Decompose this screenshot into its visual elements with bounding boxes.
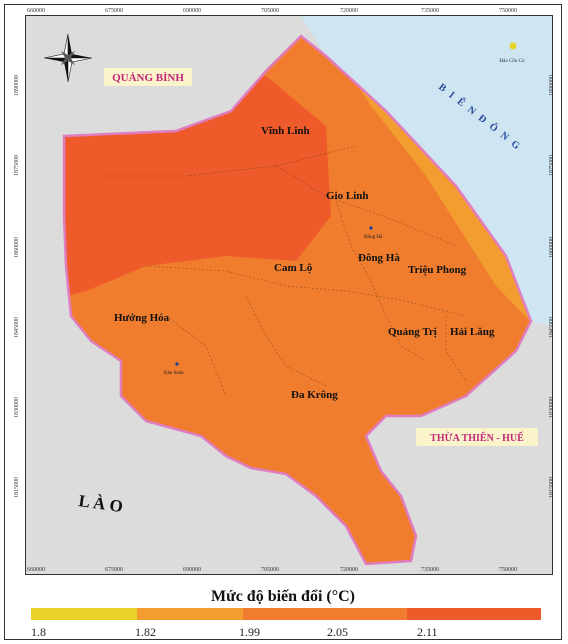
legend-swatch	[407, 608, 541, 620]
island-marker	[509, 42, 517, 50]
legend-tick-label: 1.82	[135, 625, 156, 639]
coord-tick-y: 1890000	[549, 75, 555, 96]
legend-tick-label: 1.99	[239, 625, 260, 639]
legend-tick-label: 1.8	[31, 625, 46, 639]
coord-tick-x: 705000	[261, 8, 279, 14]
district-label-trieu-phong: Triệu Phong	[408, 264, 467, 276]
coord-tick-x: 750000	[499, 567, 517, 573]
legend-swatch	[31, 608, 137, 620]
coord-tick-x: 720000	[340, 567, 358, 573]
coord-tick-x: 750000	[499, 8, 517, 14]
coord-tick-y: 1815000	[14, 477, 20, 498]
district-label-da-krong: Đa Krông	[291, 389, 338, 401]
coord-tick-y: 1875000	[14, 155, 20, 176]
coord-tick-y: 1845000	[549, 317, 555, 338]
province-border	[62, 34, 533, 566]
label-box-thua-thien-hue	[416, 428, 538, 446]
map-svg: Đảo Cồn Cỏ Đông Hà Khe Sanh Vĩnh Linh Gi…	[26, 16, 552, 574]
town-marker-khesanh	[175, 362, 179, 366]
coord-tick-y: 1815000	[549, 477, 555, 498]
map-panel: Đảo Cồn Cỏ Đông Hà Khe Sanh Vĩnh Linh Gi…	[25, 15, 553, 575]
legend-title: Mức độ biến đổi (°C)	[211, 588, 355, 605]
coord-tick-y: 1860000	[549, 237, 555, 258]
coord-tick-x: 660000	[27, 8, 45, 14]
town-label-khesanh: Khe Sanh	[164, 371, 184, 376]
coord-tick-x: 705000	[261, 567, 279, 573]
neighbor-label-quang-binh: QUẢNG BÌNH	[112, 72, 184, 84]
district-boundaries	[106, 145, 467, 397]
district-label-vinh-linh: Vĩnh Linh	[261, 125, 310, 137]
town-label-dongha: Đông Hà	[364, 235, 383, 240]
coord-tick-y: 1845000	[14, 317, 20, 338]
legend-tick-label: 2.11	[417, 625, 438, 639]
district-label-cam-lo: Cam Lộ	[274, 262, 313, 274]
coord-tick-x: 735000	[421, 8, 439, 14]
coord-tick-x: 690000	[183, 8, 201, 14]
coord-tick-y: 1875000	[549, 155, 555, 176]
coord-tick-y: 1830000	[549, 397, 555, 418]
neighbor-label-thua-thien-hue: THỪA THIÊN - HUẾ	[430, 431, 524, 444]
coord-tick-x: 690000	[183, 567, 201, 573]
district-label-quang-tri: Quảng Trị	[388, 326, 437, 338]
coord-tick-x: 675000	[105, 567, 123, 573]
coord-tick-x: 735000	[421, 567, 439, 573]
coord-tick-x: 660000	[27, 567, 45, 573]
coord-tick-y: 1830000	[14, 397, 20, 418]
sea-area	[301, 16, 552, 326]
island-label: Đảo Cồn Cỏ	[500, 59, 526, 64]
town-marker-dongha	[369, 226, 373, 230]
coord-tick-x: 720000	[340, 8, 358, 14]
compass-rose-icon	[43, 33, 93, 83]
district-label-huong-hoa: Hướng Hóa	[114, 312, 170, 324]
coord-tick-x: 675000	[105, 8, 123, 14]
map-frame: Đảo Cồn Cỏ Đông Hà Khe Sanh Vĩnh Linh Gi…	[4, 4, 562, 640]
legend-swatch	[137, 608, 243, 620]
district-label-gio-linh: Gio Linh	[326, 190, 369, 202]
coord-tick-y: 1890000	[14, 75, 20, 96]
district-label-dong-ha: Đông Hà	[358, 252, 400, 264]
coord-tick-y: 1860000	[14, 237, 20, 258]
district-label-hai-lang: Hải Lăng	[450, 326, 495, 338]
legend-swatch	[243, 608, 407, 620]
label-box-quang-binh	[104, 68, 192, 86]
legend-tick-label: 2.05	[327, 625, 348, 639]
